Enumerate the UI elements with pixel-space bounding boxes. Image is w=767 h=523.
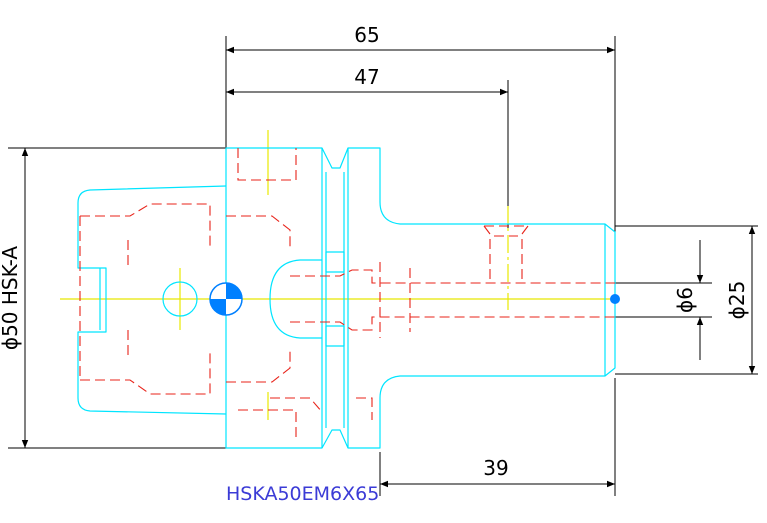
dim-text-39: 39 (483, 456, 508, 480)
extension-lines (8, 36, 758, 496)
hsk-shank-outline (77, 185, 227, 415)
dim-text-47: 47 (354, 65, 379, 89)
dim-text-nose-diameter: ϕ25 (725, 281, 749, 320)
drawing-title: HSKA50EM6X65 (226, 483, 379, 505)
shank-hole (162, 281, 198, 317)
center-marker (209, 282, 620, 316)
dim-text-flange-diameter: ϕ50 HSK-A (0, 246, 22, 351)
center-lines (60, 130, 612, 420)
dimension-lines (21, 46, 756, 488)
tool-outline (77, 147, 616, 449)
dim-text-65: 65 (354, 23, 379, 47)
flange-outline (225, 147, 616, 449)
nose-center-marker (610, 294, 620, 304)
hidden-lines (79, 148, 615, 440)
dim-text-bore-diameter: ϕ6 (673, 287, 697, 313)
